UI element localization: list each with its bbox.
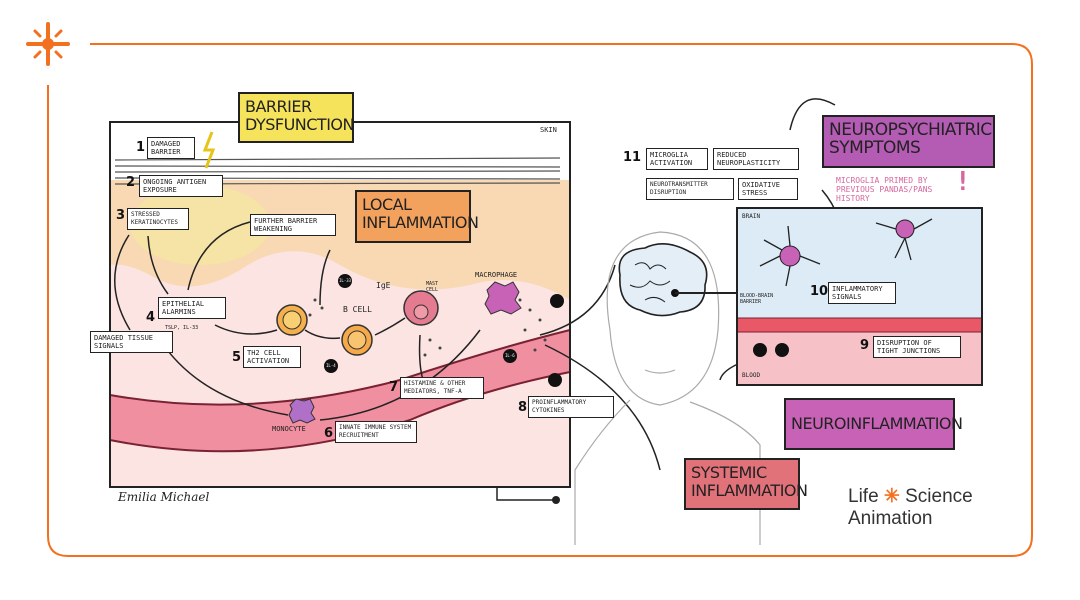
exclamation-mark: ! bbox=[955, 167, 971, 197]
cytokine-il6 bbox=[503, 349, 517, 363]
label-reduced-neuroplasticity: REDUCED NEUROPLASTICITY bbox=[713, 148, 799, 170]
label-neurotransmitter-disruption: NEUROTRANSMITTER DISRUPTION bbox=[646, 178, 734, 200]
step-number-11: 11 bbox=[623, 150, 642, 165]
blood-label: BLOOD bbox=[742, 372, 761, 379]
label-epithelial-alarmins: EPITHELIAL ALARMINS bbox=[158, 297, 226, 319]
step-number-3: 3 bbox=[116, 208, 126, 223]
monocyte bbox=[288, 398, 316, 424]
mast-cell-label: MAST CELL bbox=[426, 281, 439, 293]
logo-word-animation: Animation bbox=[848, 508, 933, 529]
head-outline bbox=[574, 231, 761, 545]
skin-panel bbox=[109, 98, 847, 504]
label-oxidative-stress: OXIDATIVE STRESS bbox=[738, 178, 798, 200]
step-number-1: 1 bbox=[136, 140, 146, 155]
logo-word-life: Life bbox=[848, 486, 879, 507]
label-innate-immune-recruitment: INNATE IMMUNE SYSTEM RECRUITMENT bbox=[335, 421, 417, 443]
life-science-animation-logo: Life ✳ Science Animation bbox=[848, 486, 973, 530]
artist-signature: Emilia Michael bbox=[118, 490, 210, 504]
primed-note: MICROGLIA PRIMED BY PREVIOUS PANDAS/PANS… bbox=[836, 176, 933, 203]
title-local-inflammation: LOCAL INFLAMMATION bbox=[355, 190, 479, 243]
step-number-2: 2 bbox=[126, 175, 136, 190]
lightning-icon bbox=[202, 131, 216, 169]
il4-label: IL-4 bbox=[326, 363, 336, 368]
label-tight-junctions: DISRUPTION OF TIGHT JUNCTIONS bbox=[873, 336, 961, 358]
logo-star-icon: ✳ bbox=[883, 486, 900, 507]
brain-icon bbox=[618, 243, 737, 317]
cytokine-il33 bbox=[338, 274, 352, 288]
label-damaged-barrier: DAMAGED BARRIER bbox=[147, 137, 195, 159]
title-neuroinflammation: NEUROINFLAMMATION bbox=[784, 398, 963, 450]
ige-label: IgE bbox=[376, 281, 391, 290]
step-number-4: 4 bbox=[146, 310, 156, 325]
step-number-5: 5 bbox=[232, 350, 242, 365]
skin-label: SKIN bbox=[540, 126, 557, 134]
macrophage-label: MACROPHAGE bbox=[475, 271, 518, 279]
step-number-6: 6 bbox=[324, 426, 334, 441]
cytokine-il4 bbox=[324, 359, 338, 373]
macrophage bbox=[484, 281, 522, 315]
label-further-barrier-weakening: FURTHER BARRIER WEAKENING bbox=[250, 214, 336, 236]
label-antigen-exposure: ONGOING ANTIGEN EXPOSURE bbox=[139, 175, 223, 197]
step-number-8: 8 bbox=[518, 400, 528, 415]
label-histamine-mediators: HISTAMINE & OTHER MEDIATORS, TNF-α bbox=[400, 377, 484, 399]
asterisk-logo-icon bbox=[26, 22, 70, 66]
label-proinflammatory-cytokines: PROINFLAMMATORY CYTOKINES bbox=[528, 396, 614, 418]
title-systemic-inflammation: SYSTEMIC INFLAMMATION bbox=[684, 458, 808, 510]
il6-label: IL-6 bbox=[505, 353, 515, 358]
step-number-9: 9 bbox=[860, 338, 870, 353]
b-cell-label: B CELL bbox=[343, 305, 372, 314]
alarmins-sublabel: TSLP, IL-33 bbox=[165, 325, 199, 331]
orange-frame bbox=[47, 43, 1033, 557]
step-number-7: 7 bbox=[389, 380, 399, 395]
monocyte-label: MONOCYTE bbox=[272, 425, 306, 433]
label-damaged-tissue-signals: DAMAGED TISSUE SIGNALS bbox=[90, 331, 173, 353]
step-number-10: 10 bbox=[810, 284, 829, 299]
bbb-label: BLOOD-BRAIN BARRIER bbox=[740, 293, 774, 305]
brain-label: BRAIN bbox=[742, 213, 761, 220]
label-th2-activation: TH2 CELL ACTIVATION bbox=[243, 346, 301, 368]
title-barrier-dysfunction: BARRIER DYSFUNCTION bbox=[238, 92, 354, 143]
title-neuropsychiatric-symptoms: NEUROPSYCHIATRIC SYMPTOMS bbox=[822, 115, 995, 168]
il33-label: IL-33 bbox=[339, 278, 352, 283]
label-inflammatory-signals: INFLAMMATORY SIGNALS bbox=[828, 282, 896, 304]
logo-word-science: Science bbox=[905, 486, 973, 507]
label-stressed-keratinocytes: STRESSED KERATINOCYTES bbox=[127, 208, 189, 230]
label-microglia-activation: MICROGLIA ACTIVATION bbox=[646, 148, 708, 170]
